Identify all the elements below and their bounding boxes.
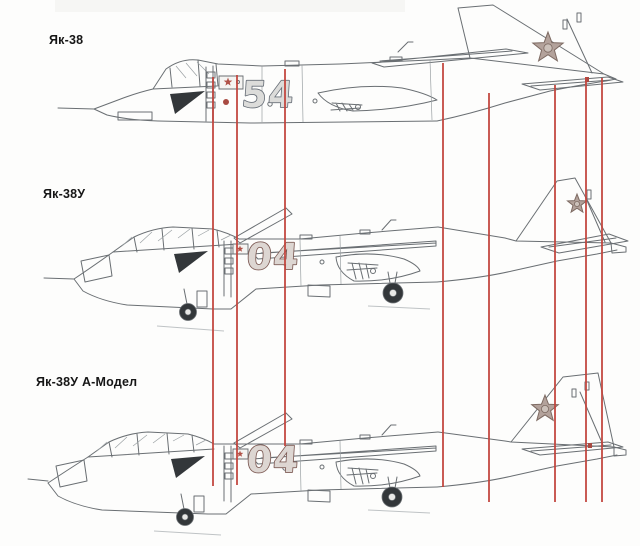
bort-number-yak38u-amodel: 04 <box>245 440 301 481</box>
tailplane <box>521 441 624 456</box>
aircraft-drawing-yak38u: 04 <box>43 177 629 332</box>
fuselage-roundel <box>223 99 229 105</box>
nose-window <box>55 459 88 488</box>
open-dorsal-flap <box>233 207 293 244</box>
variant-label-yak38u-amodel: Як-38У А-Модел <box>36 375 138 389</box>
variant-label-yak38u: Як-38У <box>43 187 86 201</box>
rudder-hinge-line <box>579 391 604 446</box>
tail-star-yak38u-center <box>574 200 581 207</box>
pitot-probe <box>57 107 95 110</box>
star-markings-layer <box>223 30 588 457</box>
engine-fairing <box>335 253 421 282</box>
wing-root-fillet <box>174 251 208 273</box>
bort-number-yak38: 54 <box>240 75 296 116</box>
rudder-hinge-line <box>566 18 593 74</box>
wing-side-view <box>252 445 437 465</box>
wing-root-fillet <box>170 91 205 114</box>
badge-star-yak38-icon <box>223 77 233 86</box>
dorsal-antenna <box>397 41 414 53</box>
wing-side-view <box>252 240 437 260</box>
wing-side-view <box>371 48 529 68</box>
pitot-probe <box>27 478 49 482</box>
variant-label-yak38: Як-38 <box>49 33 84 47</box>
nose-window <box>80 254 113 283</box>
dorsal-antenna <box>381 424 397 436</box>
engine-fairing <box>335 458 421 487</box>
bort-number-yak38u: 04 <box>245 237 301 278</box>
pitot-probe <box>43 277 75 280</box>
nozzle-accent <box>588 443 592 448</box>
badge-star-yak38u-icon <box>236 245 244 252</box>
wing-root-fillet <box>171 456 205 478</box>
vertical-fin <box>515 177 612 244</box>
aircraft-drawing-yak38u-amodel: 04 <box>27 372 627 536</box>
scan-artifact-band <box>55 0 405 12</box>
engine-fairing <box>317 85 438 112</box>
badge-star-yak38u-amodel-icon <box>236 450 244 457</box>
tail-star-yak38u-amodel-center <box>541 404 550 413</box>
open-dorsal-flap <box>233 412 293 449</box>
nozzle-accent <box>585 77 589 82</box>
tailplane <box>521 76 624 91</box>
tail-star-yak38-center <box>543 43 553 53</box>
aircraft-drawing-yak38: 54 <box>57 4 624 124</box>
dorsal-antenna <box>381 219 397 231</box>
vertical-fin <box>457 4 605 75</box>
